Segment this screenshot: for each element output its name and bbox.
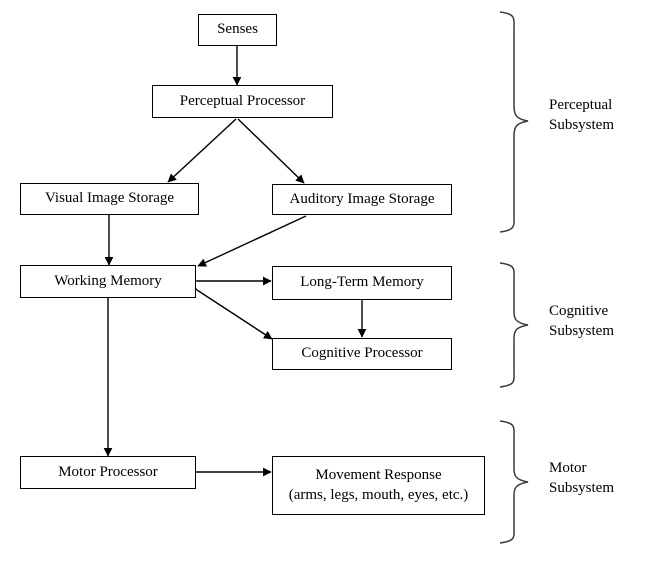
node-senses[interactable]: Senses	[198, 14, 277, 46]
brace-perceptual-subsystem	[499, 11, 529, 233]
edge-perceptual-to-visual	[167, 118, 237, 183]
edge-working-to-cognitive	[187, 281, 273, 340]
node-perceptual-processor-label: Perceptual Processor	[179, 92, 306, 109]
node-working-memory-label: Working Memory	[54, 272, 162, 289]
node-long-term-memory[interactable]: Long-Term Memory	[272, 266, 452, 300]
node-visual-image-storage[interactable]: Visual Image Storage	[20, 183, 199, 215]
node-visual-image-storage-label: Visual Image Storage	[44, 190, 175, 207]
brace-motor-subsystem	[499, 420, 529, 544]
node-motor-processor[interactable]: Motor Processor	[20, 456, 196, 489]
node-long-term-memory-label: Long-Term Memory	[300, 274, 424, 291]
node-cognitive-processor[interactable]: Cognitive Processor	[272, 338, 452, 370]
edge-perceptual-to-auditory	[237, 118, 305, 184]
node-perceptual-processor[interactable]: Perceptual Processor	[152, 85, 333, 118]
node-working-memory[interactable]: Working Memory	[20, 265, 196, 298]
edge-auditory-to-working	[197, 215, 307, 267]
label-perceptual-subsystem: Perceptual Subsystem	[549, 97, 615, 133]
node-motor-processor-label: Motor Processor	[58, 463, 158, 480]
brace-cognitive-subsystem	[499, 262, 529, 388]
node-auditory-image-storage[interactable]: Auditory Image Storage	[272, 184, 452, 215]
node-auditory-image-storage-label: Auditory Image Storage	[289, 190, 435, 207]
node-senses-label: Senses	[217, 21, 258, 38]
node-movement-response[interactable]: Movement Response (arms, legs, mouth, ey…	[272, 456, 485, 515]
node-movement-response-label: Movement Response (arms, legs, mouth, ey…	[288, 467, 469, 503]
label-motor-subsystem: Motor Subsystem	[549, 460, 615, 496]
node-cognitive-processor-label: Cognitive Processor	[301, 345, 423, 362]
label-cognitive-subsystem: Cognitive Subsystem	[549, 303, 615, 339]
